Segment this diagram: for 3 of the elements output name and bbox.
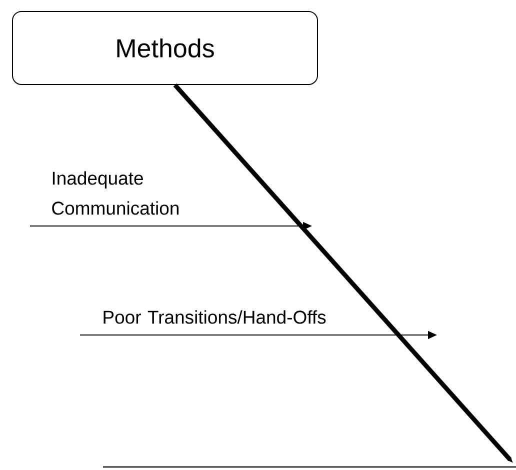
cause-label: Poor Transitions/Hand-Offs [104, 310, 326, 324]
category-box: Methods [12, 11, 318, 85]
cause-label: Inadequate Communication [52, 171, 179, 215]
